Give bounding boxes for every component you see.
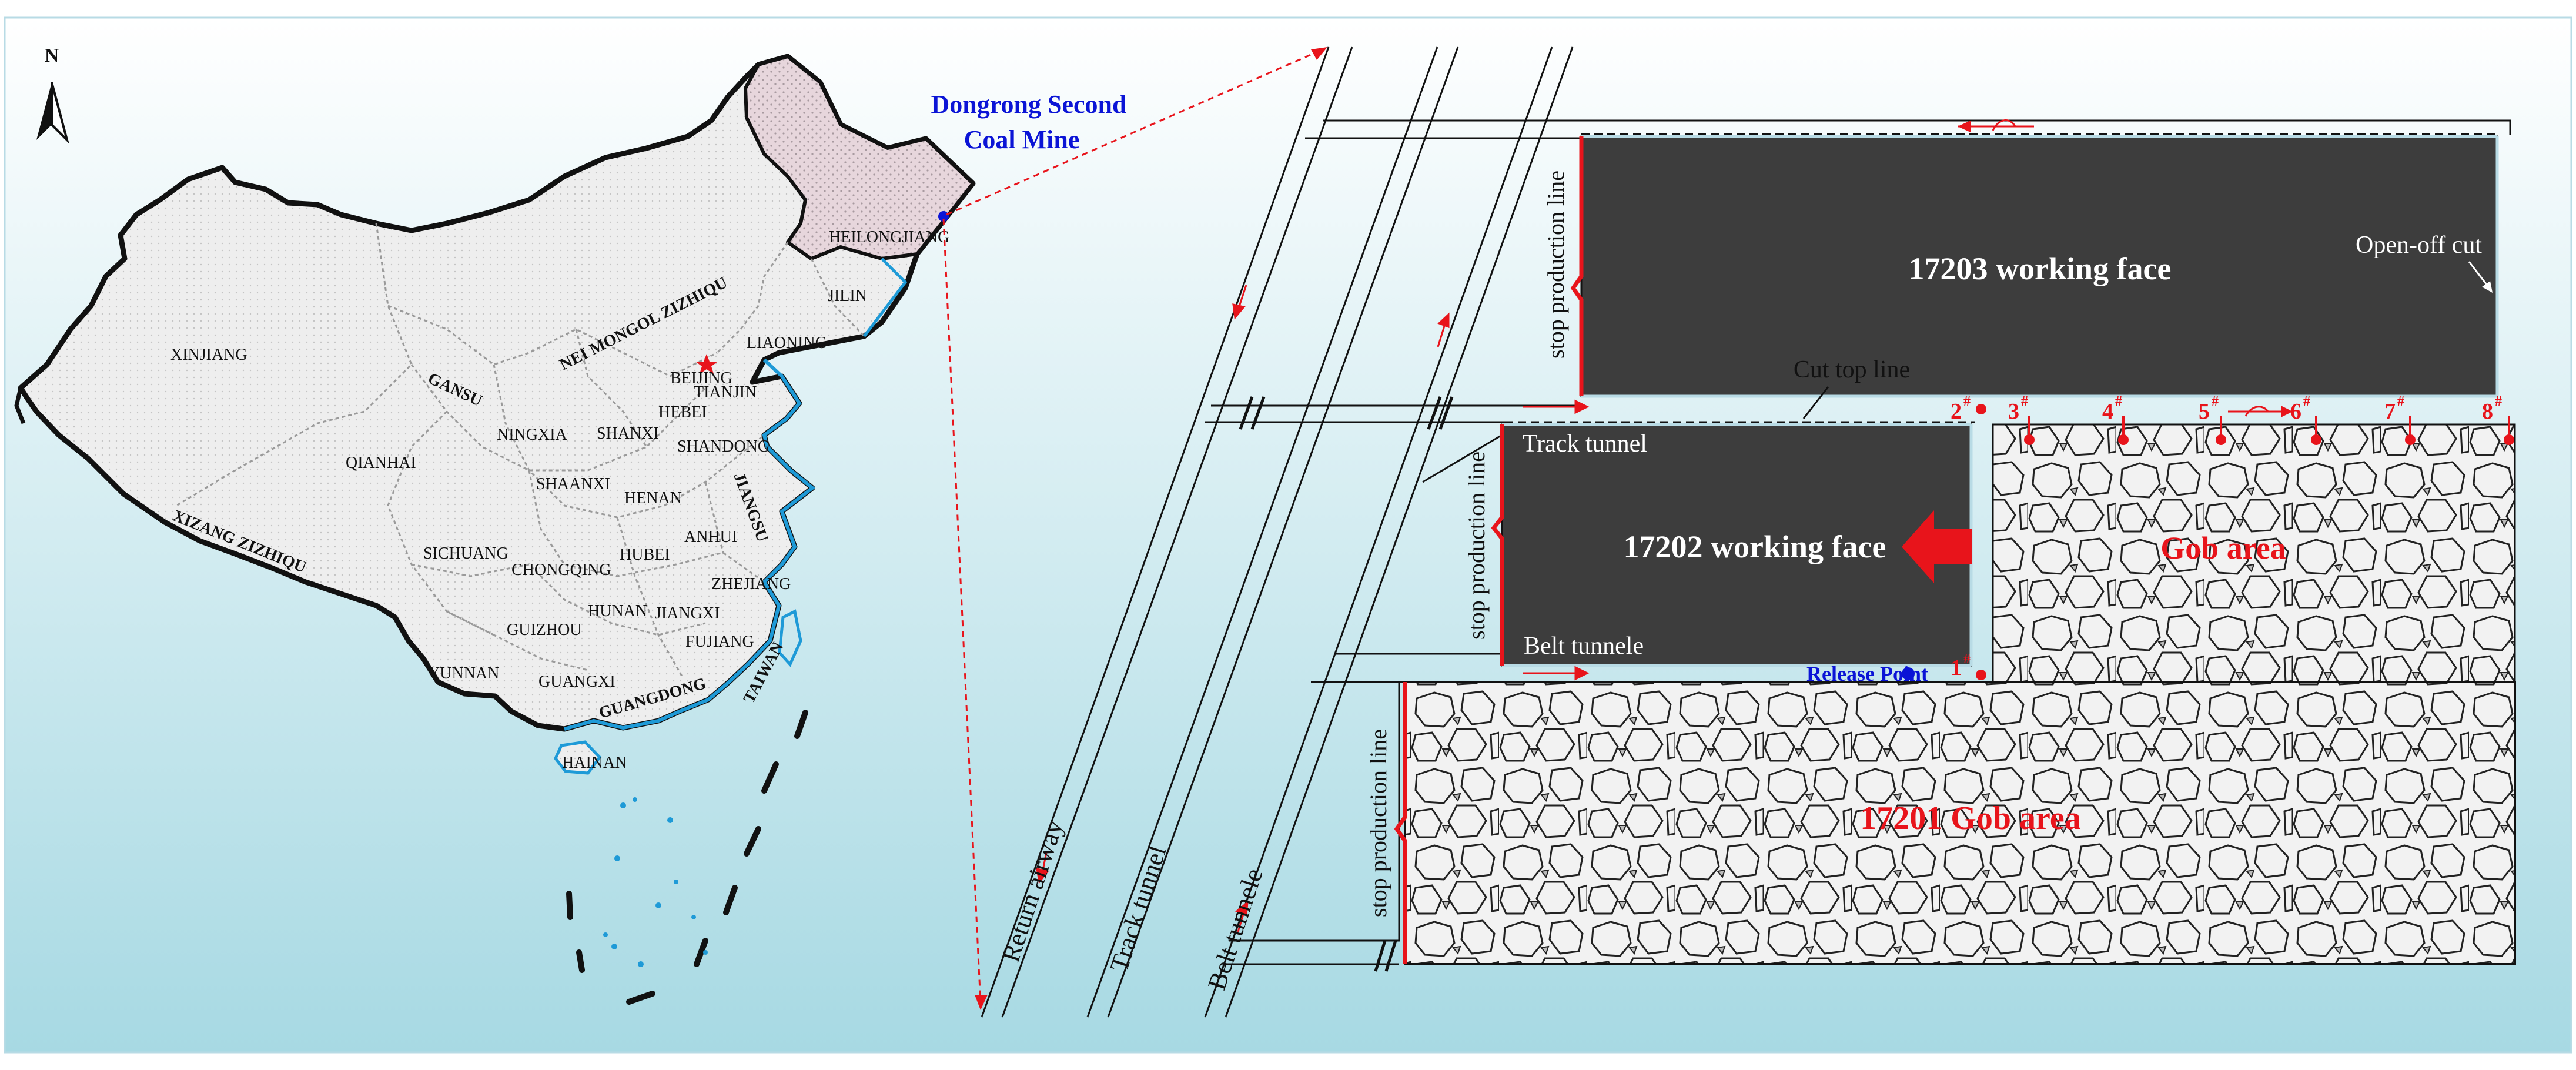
province-borders xyxy=(176,223,865,677)
zoom-connector-lines xyxy=(942,49,1322,1005)
point-marker xyxy=(2311,434,2321,445)
province-label: CHONGQING xyxy=(511,561,611,579)
point-marker xyxy=(2024,434,2035,445)
connector-arrowhead-bottom xyxy=(975,995,988,1010)
open-off-cut-label: Open-off cut xyxy=(2356,232,2482,259)
province-label: JILIN xyxy=(828,287,867,305)
point-label: 6 xyxy=(2290,399,2301,424)
open-off-cut-arrowhead xyxy=(2482,281,2493,293)
province-label: HAINAN xyxy=(562,754,627,772)
province-label: HUNAN xyxy=(588,602,647,620)
point-label: 4 xyxy=(2102,399,2113,424)
mine-name-line1: Dongrong Second xyxy=(931,90,1127,119)
face-17202-track-tunnel-label: Track tunnel xyxy=(1523,430,1647,457)
gob-area-label: Gob area xyxy=(2160,530,2286,566)
point-marker xyxy=(1976,404,1986,414)
stop-line-lower-mark xyxy=(1394,682,1407,964)
china-map: N xyxy=(14,45,1327,1010)
cut-top-line-pointer xyxy=(1802,386,1829,419)
province-label: BEIJING xyxy=(670,369,732,387)
gob-airflow-arrow-icon xyxy=(2228,406,2287,417)
province-label: QIANHAI xyxy=(346,454,416,472)
river xyxy=(863,258,908,337)
province-label: XINJIANG xyxy=(170,346,247,364)
hainan-outline xyxy=(554,740,602,775)
gob-17201-label: 17201 Gob area xyxy=(1860,800,2080,837)
break-marks xyxy=(1239,396,1454,972)
gob-area xyxy=(1992,423,2516,683)
point-hash: # xyxy=(2212,394,2219,409)
point-hash: # xyxy=(2397,394,2404,409)
province-label: HENAN xyxy=(624,489,682,507)
airflow-arrows xyxy=(1036,285,1590,932)
mine-location-marker xyxy=(938,211,949,222)
coastline xyxy=(564,358,815,731)
measurement-points: 1 # 2 # xyxy=(1951,394,1986,680)
cut-top-line-label: Cut top line xyxy=(1794,356,1910,383)
advance-direction-arrow-icon xyxy=(1902,510,1972,583)
west-border-marks xyxy=(14,387,26,424)
point-marker xyxy=(1976,670,1986,680)
province-label: YUNNAN xyxy=(428,664,499,683)
south-sea-dashes xyxy=(566,710,808,1005)
province-label: FUJIANG xyxy=(685,633,754,651)
gob-17201 xyxy=(1404,681,2516,965)
heilongjiang-region xyxy=(744,55,975,260)
province-label: JIANGXI xyxy=(655,604,720,623)
province-label: HUBEI xyxy=(620,546,670,564)
province-label: LIAONING xyxy=(747,334,827,352)
point-label: 7 xyxy=(2384,399,2396,424)
point-hash: # xyxy=(1963,651,1971,667)
province-label: SICHUANG xyxy=(423,544,508,563)
main-tunnels xyxy=(981,46,1574,1018)
point-marker xyxy=(2118,434,2129,445)
point-hash: # xyxy=(1963,394,1971,409)
north-label: N xyxy=(45,45,59,66)
measurement-points-upper: 3 # 4 # 5 # 6 # 7 # 8 # xyxy=(2008,394,2514,445)
north-arrow-icon: N xyxy=(36,45,69,144)
stop-line-lower-label: stop production line xyxy=(1365,729,1391,917)
point-label: 1 xyxy=(1951,656,1962,680)
province-label: ZHEJIANG xyxy=(711,575,791,593)
release-point-marker xyxy=(1902,667,1915,680)
province-label: HEBEI xyxy=(658,403,707,422)
stop-line-middle-label: stop production line xyxy=(1463,452,1490,640)
point-hash: # xyxy=(2495,394,2502,409)
province-label: NINGXIA xyxy=(497,426,568,444)
province-label: TIANJIN xyxy=(694,383,757,402)
face-17203-label: 17203 working face xyxy=(1909,251,2172,286)
connector-arrowhead-top xyxy=(1311,47,1327,60)
top-airflow-arrowhead xyxy=(1958,121,1971,132)
point-marker xyxy=(2504,434,2514,445)
mine-name-line2: Coal Mine xyxy=(964,125,1080,154)
stop-line-upper-label: stop production line xyxy=(1543,170,1569,359)
point-label: 2 xyxy=(1951,399,1962,424)
taiwan-outline xyxy=(778,609,802,667)
province-label: GUANGXI xyxy=(538,673,615,691)
province-label: GUIZHOU xyxy=(507,621,582,639)
face-17202-belt-tunnel-label: Belt tunnele xyxy=(1524,633,1644,660)
point-label: 5 xyxy=(2199,399,2210,424)
province-label: ANHUI xyxy=(684,528,737,546)
point-marker xyxy=(2405,434,2416,445)
point-hash: # xyxy=(2021,394,2028,409)
face-17202-label: 17202 working face xyxy=(1624,529,1886,564)
province-label: SHAANXI xyxy=(536,475,610,493)
point-hash: # xyxy=(2115,394,2122,409)
point-hash: # xyxy=(2303,394,2310,409)
stop-line-middle-mark xyxy=(1491,424,1504,666)
beijing-star-icon xyxy=(695,354,718,374)
mine-layout: 17203 working face Open-off cut stop pro… xyxy=(981,46,2516,1018)
province-label: SHANXI xyxy=(597,424,659,443)
province-label: SHANDONG xyxy=(677,437,770,456)
point-label: 3 xyxy=(2008,399,2019,424)
point-marker xyxy=(2216,434,2226,445)
stop-line-upper-mark xyxy=(1570,136,1584,396)
point-label: 8 xyxy=(2482,399,2493,424)
gob-airflow-arrowhead xyxy=(2281,406,2293,417)
south-sea-islands xyxy=(603,797,708,967)
province-label: HEILONGJIANG xyxy=(829,228,949,246)
face-17203 xyxy=(1580,135,2498,397)
